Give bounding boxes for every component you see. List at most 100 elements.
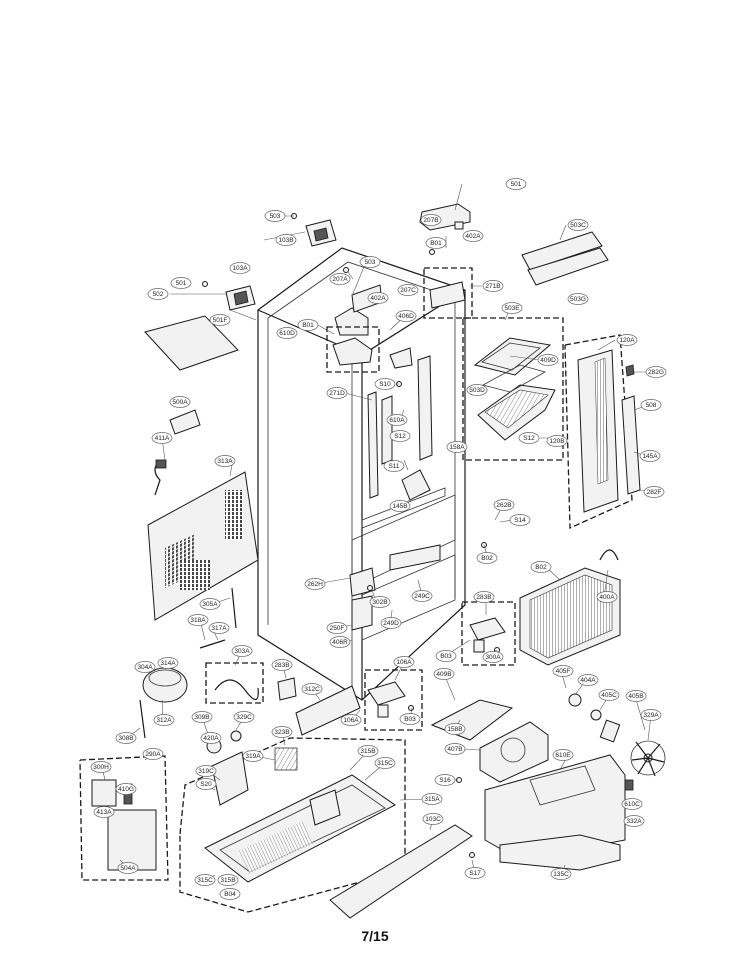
callout-label: 406D bbox=[395, 310, 417, 322]
callout-text: 406R bbox=[332, 639, 348, 646]
callout-label: B01 bbox=[297, 319, 319, 331]
callout-label: S11 bbox=[383, 460, 405, 472]
top-components bbox=[144, 203, 609, 371]
pcb-group-290a bbox=[79, 755, 169, 881]
callout-text: 400A bbox=[599, 594, 615, 601]
callout-text: 314A bbox=[160, 660, 176, 667]
callout-label: 271D bbox=[326, 387, 348, 399]
callout-label: 283B bbox=[271, 659, 293, 671]
callout-label: S17 bbox=[464, 867, 486, 879]
callout-label: 406R bbox=[329, 636, 351, 648]
callout-label: B03 bbox=[435, 650, 457, 662]
callout-label: 500A bbox=[169, 396, 191, 408]
callout-text: B02 bbox=[481, 555, 493, 562]
callout-text: 304A bbox=[137, 664, 153, 671]
callout-label: 413A bbox=[93, 806, 115, 818]
callout-text: 407B bbox=[447, 746, 462, 753]
callout-label: 610A bbox=[386, 414, 408, 426]
callout-label: 158A bbox=[446, 441, 468, 453]
callout-label: 503 bbox=[359, 256, 381, 268]
callout-label: 103B bbox=[275, 234, 297, 246]
callout-text: 404A bbox=[580, 677, 596, 684]
rail-103c bbox=[329, 824, 473, 919]
duct-312c bbox=[295, 685, 361, 736]
callout-text: 405F bbox=[556, 668, 571, 675]
heater-323b bbox=[274, 747, 298, 771]
callout-text: S11 bbox=[388, 463, 399, 470]
callout-text: 262H bbox=[307, 581, 323, 588]
refrigerator-cabinet bbox=[257, 247, 466, 701]
callout-text: 406D bbox=[398, 313, 414, 320]
callout-text: B04 bbox=[224, 891, 236, 898]
control-board-500a bbox=[169, 409, 201, 435]
callout-label: 610D bbox=[276, 327, 298, 339]
callout-text: S12 bbox=[394, 433, 406, 440]
callout-text: 413A bbox=[96, 809, 112, 816]
machine-compartment bbox=[179, 737, 406, 913]
callout-text: 158A bbox=[449, 444, 465, 451]
callout-text: 420A bbox=[203, 735, 219, 742]
callout-text: 332A bbox=[626, 818, 642, 825]
callout-label: B02 bbox=[530, 561, 552, 573]
callout-label: 405F bbox=[552, 665, 574, 677]
callout-text: 315B bbox=[360, 748, 375, 755]
callout-text: 302B bbox=[372, 599, 387, 606]
callout-text: B01 bbox=[430, 240, 442, 247]
callout-text: 329C bbox=[236, 714, 252, 721]
callout-label: 501F bbox=[209, 314, 231, 326]
callout-label: B04 bbox=[219, 888, 241, 900]
callout-label: 158B bbox=[444, 723, 466, 735]
condenser-coil bbox=[519, 549, 621, 666]
callout-label: 302B bbox=[369, 596, 391, 608]
callout-label: S12 bbox=[389, 430, 411, 442]
callout-label: 315B bbox=[357, 745, 379, 757]
callout-text: 405B bbox=[628, 693, 643, 700]
callout-text: 303A bbox=[234, 648, 250, 655]
callout-label: 145A bbox=[639, 450, 661, 462]
callout-text: 411A bbox=[155, 435, 170, 442]
callout-label: 501 bbox=[170, 277, 192, 289]
callout-text: 305A bbox=[202, 601, 218, 608]
callout-text: B01 bbox=[302, 322, 314, 329]
callout-label: 317A bbox=[208, 622, 230, 634]
box-283b-upper bbox=[461, 601, 516, 666]
callout-label: 503G bbox=[567, 293, 589, 305]
callout-label: 120A bbox=[616, 334, 638, 346]
callout-label: 407B bbox=[444, 743, 466, 755]
callout-label: S14 bbox=[509, 514, 531, 526]
callout-text: 207B bbox=[423, 217, 438, 224]
callout-text: 103C bbox=[425, 816, 441, 823]
callout-text: 503E bbox=[504, 305, 520, 312]
callout-text: 106A bbox=[396, 659, 412, 666]
callout-text: 319A bbox=[245, 753, 261, 760]
callout-text: S10 bbox=[379, 381, 391, 388]
wiring-box-303a bbox=[205, 662, 264, 704]
callout-text: 610E bbox=[555, 752, 571, 759]
callout-text: 262B bbox=[496, 502, 511, 509]
callout-label: 308B bbox=[115, 732, 137, 744]
page-number: 7/15 bbox=[361, 928, 389, 944]
callout-text: 500A bbox=[172, 399, 188, 406]
callout-label: 329A bbox=[640, 709, 662, 721]
callout-label: 262B bbox=[493, 499, 515, 511]
box-283b-lower bbox=[364, 669, 423, 731]
callout-text: 503 bbox=[270, 213, 281, 220]
callout-label: 314A bbox=[157, 657, 179, 669]
callout-text: 315A bbox=[424, 796, 440, 803]
drain-pan bbox=[430, 699, 514, 741]
callout-text: 318A bbox=[190, 617, 206, 624]
callout-text: 405C bbox=[601, 692, 617, 699]
fan-housing-407b bbox=[479, 721, 549, 783]
callout-label: 405B bbox=[625, 690, 647, 702]
callout-label: 503C bbox=[567, 219, 589, 231]
callout-label: 504A bbox=[117, 862, 139, 874]
callout-label: 283B bbox=[473, 591, 495, 603]
callout-label: 409B bbox=[433, 668, 455, 680]
callout-label: 315C bbox=[194, 874, 216, 886]
callout-label: 315B bbox=[217, 874, 239, 886]
callout-label: 315A bbox=[421, 793, 443, 805]
callout-text: 207C bbox=[400, 287, 416, 294]
callout-text: 250F bbox=[330, 625, 345, 632]
callout-label: 249C bbox=[411, 590, 433, 602]
